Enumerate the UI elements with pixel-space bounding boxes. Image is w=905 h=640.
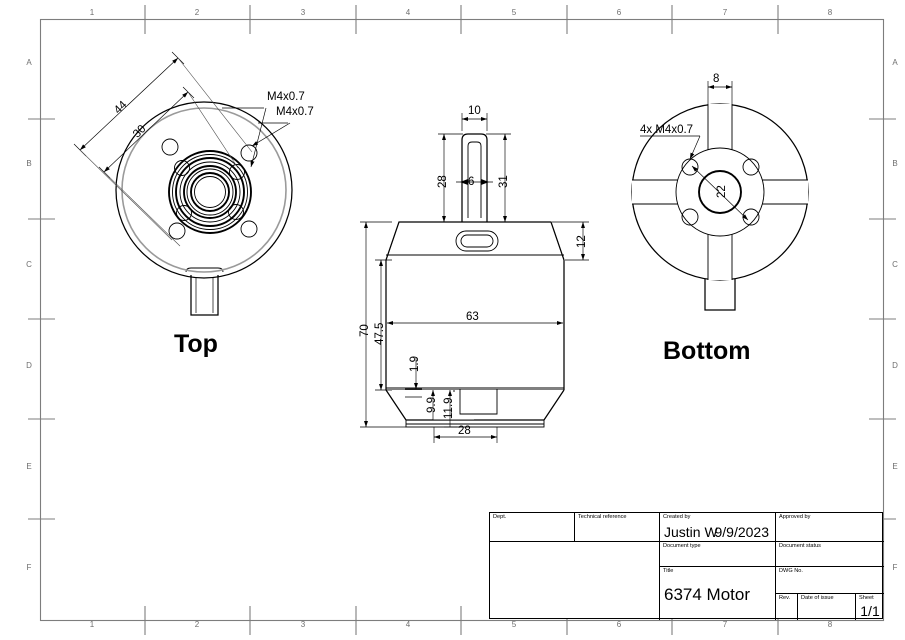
title-block-date-of-issue: Date of issue bbox=[798, 594, 856, 620]
front-view-top-chamfer bbox=[385, 221, 565, 261]
zone-col-top-5: 5 bbox=[511, 8, 517, 17]
zone-col-top-3: 3 bbox=[300, 8, 306, 17]
dim-overall-height bbox=[360, 221, 406, 428]
dept-caption: Dept. bbox=[493, 514, 507, 520]
zone-row-left-D: D bbox=[26, 361, 32, 370]
title-block-created-by: Created by Justin W 9/9/2023 bbox=[660, 513, 776, 542]
zone-col-bottom-6: 6 bbox=[616, 620, 622, 629]
thread-callout-outer-label: M4x0.7 bbox=[267, 91, 305, 103]
zone-row-right-E: E bbox=[892, 462, 898, 471]
dim-slot-width bbox=[707, 81, 733, 104]
zone-col-bottom-7: 7 bbox=[722, 620, 728, 629]
created-by-caption: Created by bbox=[663, 514, 691, 520]
created-by-date: 9/9/2023 bbox=[714, 524, 770, 540]
created-by-value: Justin W bbox=[664, 524, 718, 540]
dim-shaft-flat-length bbox=[438, 133, 463, 223]
zone-col-top-2: 2 bbox=[194, 8, 200, 17]
view-label-top: Top bbox=[174, 330, 218, 358]
thread-callout-inner-label: M4x0.7 bbox=[276, 106, 314, 118]
title-block-sheet: Sheet 1/1 bbox=[856, 594, 884, 620]
date-of-issue-caption: Date of issue bbox=[801, 595, 834, 601]
approved-by-caption: Approved by bbox=[779, 514, 811, 520]
zone-row-right-F: F bbox=[892, 563, 898, 572]
bottom-view-hub-circle bbox=[675, 147, 765, 237]
dim-base-total bbox=[444, 389, 457, 428]
zone-col-top-8: 8 bbox=[827, 8, 833, 17]
technical-reference-caption: Technical reference bbox=[578, 514, 627, 520]
title-caption: Title bbox=[663, 568, 674, 574]
dim-base-width bbox=[433, 427, 498, 443]
title-block: Dept. Technical reference Created by Jus… bbox=[489, 512, 884, 620]
title-block-rev: Rev. bbox=[776, 594, 798, 620]
dim-label-10: 10 bbox=[468, 105, 481, 117]
dim-shaft-bore bbox=[456, 179, 493, 185]
rev-caption: Rev. bbox=[779, 595, 791, 601]
zone-row-right-C: C bbox=[892, 260, 898, 269]
bottom-thread-callout-leader bbox=[640, 135, 701, 160]
zone-col-top-6: 6 bbox=[616, 8, 622, 17]
dim-shaft-height bbox=[486, 133, 551, 223]
zone-col-bottom-5: 5 bbox=[511, 620, 517, 629]
title-block-document-type: Document type bbox=[660, 542, 776, 567]
top-view-can-body bbox=[115, 101, 293, 279]
dim-base-step bbox=[405, 358, 422, 398]
zone-row-left-F: F bbox=[26, 563, 32, 572]
title-block-approved-by: Approved by bbox=[776, 513, 884, 542]
dim-label-6: 6 bbox=[468, 176, 475, 188]
dim-center-bore-leader bbox=[691, 165, 749, 221]
thread-callout-leaders bbox=[222, 107, 291, 168]
dim-top-chamfer-height bbox=[552, 221, 589, 261]
view-label-bottom: Bottom bbox=[663, 337, 751, 365]
document-status-caption: Document status bbox=[779, 543, 821, 549]
zone-row-left-A: A bbox=[26, 58, 32, 67]
dim-body-height bbox=[375, 259, 392, 391]
zone-row-left-E: E bbox=[26, 462, 32, 471]
title-block-technical-reference: Technical reference bbox=[575, 513, 660, 542]
zone-col-bottom-1: 1 bbox=[89, 620, 95, 629]
front-view-shaft bbox=[461, 133, 488, 222]
dim-label-22: 22 bbox=[716, 185, 728, 198]
top-view-shaft-rings bbox=[168, 150, 252, 234]
top-view-can-outer bbox=[121, 107, 287, 273]
zone-col-top-4: 4 bbox=[405, 8, 411, 17]
title-block-dept: Dept. bbox=[490, 513, 575, 542]
dim-label-8: 8 bbox=[713, 73, 720, 85]
bottom-thread-callout-label: 4x M4x0.7 bbox=[640, 124, 694, 136]
title-block-title: Title 6374 Motor bbox=[660, 567, 776, 620]
dim-base-chamfer bbox=[427, 389, 440, 421]
zone-row-left-C: C bbox=[26, 260, 32, 269]
sheet-value: 1/1 bbox=[860, 603, 880, 619]
title-block-dwg-no: DWG No. bbox=[776, 567, 884, 594]
front-view-base bbox=[385, 389, 565, 428]
sheet-caption: Sheet bbox=[859, 595, 874, 601]
dim-label-63: 63 bbox=[466, 311, 479, 323]
zone-row-right-D: D bbox=[892, 361, 898, 370]
zone-col-bottom-8: 8 bbox=[827, 620, 833, 629]
zone-row-right-A: A bbox=[892, 58, 898, 67]
document-type-caption: Document type bbox=[663, 543, 701, 549]
dim-label-28-base: 28 bbox=[458, 425, 471, 437]
zone-row-left-B: B bbox=[26, 159, 32, 168]
zone-row-right-B: B bbox=[892, 159, 898, 168]
title-block-left-blank bbox=[490, 542, 660, 620]
zone-col-top-7: 7 bbox=[722, 8, 728, 17]
zone-col-bottom-4: 4 bbox=[405, 620, 411, 629]
title-block-document-status: Document status bbox=[776, 542, 884, 567]
dim-shaft-width bbox=[461, 113, 488, 131]
dim-bolt-circle-inner bbox=[98, 86, 239, 247]
title-value: 6374 Motor bbox=[664, 585, 750, 604]
zone-col-bottom-2: 2 bbox=[194, 620, 200, 629]
zone-col-top-1: 1 bbox=[89, 8, 95, 17]
zone-col-bottom-3: 3 bbox=[300, 620, 306, 629]
dwg-no-caption: DWG No. bbox=[779, 568, 803, 574]
